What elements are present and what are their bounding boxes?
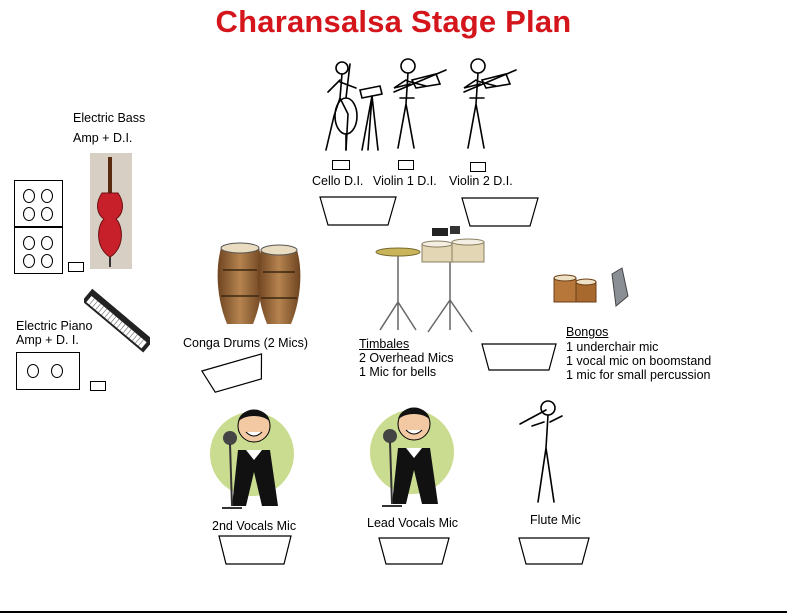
stage-edge-line — [0, 611, 787, 613]
monitor-strings-right — [461, 197, 539, 227]
bongos-mics-line1: 1 underchair mic — [566, 340, 659, 354]
electric-piano-icon — [84, 288, 150, 353]
electric-bass-label: Electric Bass — [73, 111, 146, 125]
bongos-mics-line3: 1 mic for small percussion — [566, 368, 711, 382]
monitor-lead-vocals — [378, 537, 450, 565]
cello-di-label: Cello D.I. — [312, 174, 364, 188]
electric-bass-icon — [90, 153, 132, 269]
flute-player-icon — [519, 400, 563, 503]
bass-amp-label: Amp + D.I. — [73, 131, 133, 145]
piano-amp-speaker — [16, 352, 80, 390]
cello-player-icon — [325, 61, 383, 151]
monitor-conga — [200, 353, 270, 396]
violin1-di-box — [398, 160, 414, 170]
timbales-mics-line2: 1 Mic for bells — [359, 365, 437, 379]
singer-2nd-vocals-icon — [210, 409, 294, 509]
violin2-di-label: Violin 2 D.I. — [449, 174, 513, 188]
bongos-icon — [553, 267, 629, 307]
bongos-heading: Bongos — [566, 325, 609, 339]
conga-drums-label: Conga Drums (2 Mics) — [183, 336, 309, 350]
piano-di-box — [90, 381, 106, 391]
cello-di-box — [332, 160, 350, 170]
timbales-icon — [375, 226, 485, 333]
lead-vocals-mic-label: Lead Vocals Mic — [367, 516, 459, 530]
piano-amp-label: Amp + D. I. — [16, 333, 79, 347]
bongos-mics-line2: 1 vocal mic on boomstand — [566, 354, 712, 368]
bass-di-box — [68, 262, 84, 272]
vocals2-mic-label: 2nd Vocals Mic — [212, 519, 297, 533]
violin-player-1-icon — [393, 58, 447, 149]
violin2-di-box — [470, 162, 486, 172]
page-title: Charansalsa Stage Plan — [215, 4, 572, 39]
bass-amp-speaker-top — [14, 180, 63, 227]
monitor-flute — [518, 537, 590, 565]
singer-lead-vocals-icon — [370, 407, 454, 507]
bass-amp-speaker-bottom — [14, 227, 63, 274]
timbales-mics-line1: 2 Overhead Mics — [359, 351, 454, 365]
flute-mic-label: Flute Mic — [530, 513, 581, 527]
monitor-2nd-vocals — [218, 535, 292, 565]
monitor-strings-left — [319, 196, 397, 226]
timbales-heading: Timbales — [359, 337, 410, 351]
monitor-percussion — [481, 343, 557, 371]
violin-player-2-icon — [463, 58, 517, 149]
violin1-di-label: Violin 1 D.I. — [373, 174, 437, 188]
conga-drums-icon — [217, 242, 301, 324]
electric-piano-label: Electric Piano — [16, 319, 93, 333]
